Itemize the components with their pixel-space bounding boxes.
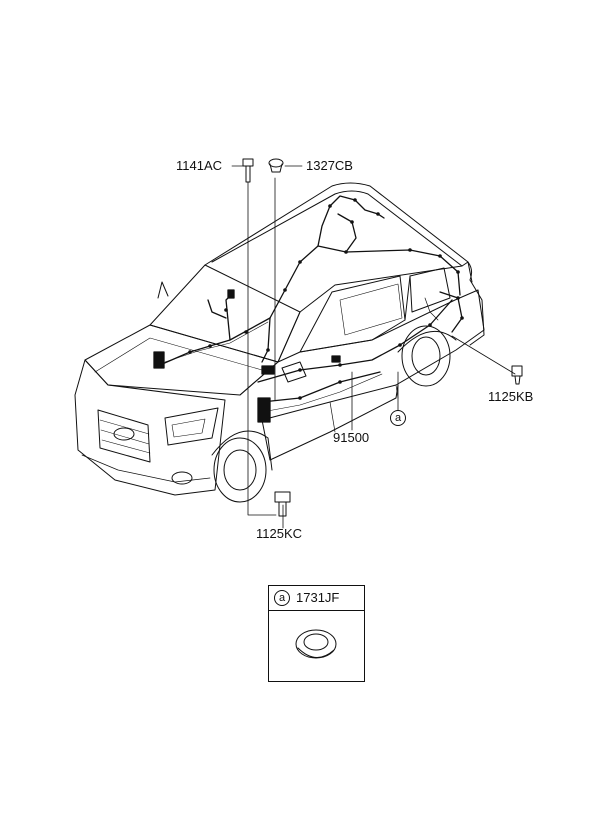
legend-marker: a [274, 590, 290, 606]
bolt-1125kc-icon [274, 491, 291, 517]
grommet-1731jf-icon [295, 629, 337, 659]
label-1141ac: 1141AC [176, 158, 223, 173]
label-1125kc: 1125KC [256, 526, 303, 541]
legend-part-number: 1731JF [296, 590, 340, 605]
label-1327cb: 1327CB [306, 158, 353, 173]
clip-1327cb-icon [268, 158, 284, 173]
label-1125kb: 1125KB [488, 389, 534, 404]
legend-box: a 1731JF [268, 585, 365, 682]
label-91500: 91500 [333, 430, 370, 445]
wiring-harness [153, 195, 464, 423]
leader-lines [231, 165, 516, 529]
vehicle-outline [74, 182, 485, 503]
legend-header: a 1731JF [269, 586, 364, 611]
bolt-1141ac-icon [242, 158, 254, 183]
screw-1125kb-icon [511, 365, 523, 385]
callout-a: a [390, 410, 406, 426]
